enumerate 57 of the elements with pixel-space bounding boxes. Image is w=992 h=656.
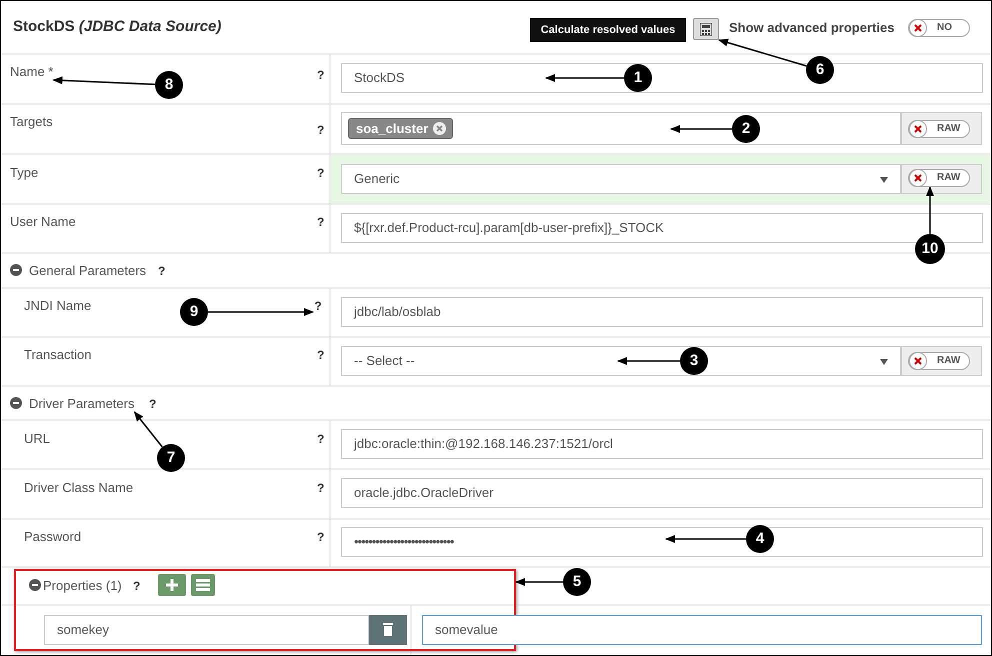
help-mark: ? xyxy=(317,214,324,230)
field-label: Show advanced properties xyxy=(729,20,894,36)
calculator-button xyxy=(693,18,719,40)
help-mark: ? xyxy=(317,480,324,496)
help-mark: ? xyxy=(149,396,156,412)
toggle-switch: RAW xyxy=(908,352,970,370)
leader-arrow xyxy=(617,357,680,365)
help-mark: ? xyxy=(133,578,140,594)
toggle-switch: RAW xyxy=(908,120,970,138)
callout-number: 7 xyxy=(157,444,185,472)
field-label: Driver Parameters xyxy=(29,396,134,412)
field-label: Driver Class Name xyxy=(24,480,134,496)
field-label: Transaction xyxy=(24,347,92,363)
highlight-frame xyxy=(14,569,516,651)
leader-arrow xyxy=(52,76,156,86)
leader-arrow xyxy=(208,308,314,316)
input-field: ${[rxr.def.Product-rcu].param[db-user-prefix]}_STOCK xyxy=(341,213,983,243)
callout-number: 6 xyxy=(806,56,834,84)
field-label: General Parameters xyxy=(29,263,146,279)
toggle-switch: RAW xyxy=(908,169,970,187)
field-label: Name * xyxy=(10,64,54,80)
input-field xyxy=(341,112,901,145)
help-mark: ? xyxy=(317,122,324,138)
help-mark: ? xyxy=(313,298,323,314)
tag-chip: soa_cluster xyxy=(348,118,454,139)
leader-arrow xyxy=(515,578,563,586)
leader-arrow xyxy=(134,411,163,448)
help-mark: ? xyxy=(317,431,324,447)
help-mark: ? xyxy=(317,347,324,363)
input-field: oracle.jdbc.OracleDriver xyxy=(341,478,983,508)
leader-arrow xyxy=(926,186,934,234)
field-label: URL xyxy=(24,431,50,447)
help-mark: ? xyxy=(317,67,324,83)
leader-arrow xyxy=(545,74,624,82)
callout-number: 9 xyxy=(180,298,208,326)
input-field: jdbc:oracle:thin:@192.168.146.237:1521/orcl xyxy=(341,429,983,459)
field-label: User Name xyxy=(10,214,76,230)
tooltip: Calculate resolved values xyxy=(530,18,686,42)
select-field: Generic xyxy=(341,164,901,194)
field-label: JNDI Name xyxy=(24,298,92,314)
field-label: Password xyxy=(24,529,82,545)
leader-arrow xyxy=(670,125,732,133)
field-label: Type xyxy=(10,165,38,181)
help-mark: ? xyxy=(317,529,324,545)
form-title: StockDS (JDBC Data Source) xyxy=(13,18,222,35)
field-label: Targets xyxy=(10,114,53,130)
callout-number: 8 xyxy=(155,71,183,99)
field-label: Properties (1) xyxy=(43,578,122,594)
input-field: jdbc/lab/osblab xyxy=(341,297,983,327)
callout-number: 10 xyxy=(915,234,945,264)
callout-number: 5 xyxy=(563,568,591,596)
help-mark: ? xyxy=(317,165,324,181)
leader-arrow xyxy=(718,38,807,67)
toggle-switch: NO xyxy=(908,19,970,37)
help-mark: ? xyxy=(158,263,166,279)
input-field: somevalue xyxy=(422,615,982,645)
leader-arrow xyxy=(665,535,746,543)
